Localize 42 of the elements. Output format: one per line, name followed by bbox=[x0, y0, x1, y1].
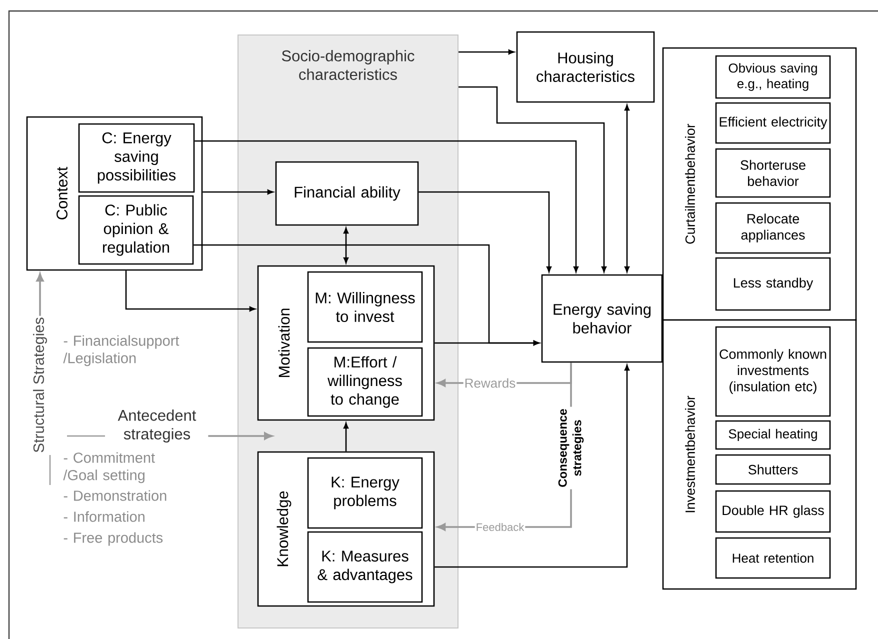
process-box: Double HR glass bbox=[715, 490, 831, 533]
process-box: M: Willingness to invest bbox=[307, 271, 423, 343]
arrow bbox=[418, 191, 552, 272]
process-box: K: Measures & advantages bbox=[307, 531, 423, 603]
process-box: M:Effort / willingness to change bbox=[307, 347, 423, 417]
arrow bbox=[202, 189, 274, 195]
arrow bbox=[194, 140, 579, 272]
arrow bbox=[458, 86, 607, 272]
process-box: Efficient electricity bbox=[715, 102, 831, 144]
arrow bbox=[344, 422, 349, 452]
edge-label: Rewards bbox=[463, 377, 517, 389]
edge-label: Feedback bbox=[474, 522, 526, 532]
process-box: Relocate appliances bbox=[715, 202, 831, 254]
arrow bbox=[208, 432, 272, 440]
process-box: Shorteruse behavior bbox=[715, 148, 831, 198]
process-box: Heat retention bbox=[715, 537, 831, 579]
strategy-item: - Free products bbox=[64, 532, 163, 546]
process-box: Energy saving behavior bbox=[541, 274, 663, 363]
arrow bbox=[434, 340, 540, 346]
arrow bbox=[344, 228, 349, 264]
arrow bbox=[434, 364, 630, 568]
strategy-label: Structural Strategies bbox=[33, 318, 47, 452]
process-box: C: Public opinion & regulation bbox=[78, 195, 194, 265]
process-box: K: Energy problems bbox=[307, 457, 423, 529]
strategy-item: - Commitment /Goal setting bbox=[63, 452, 155, 484]
strategy-label: Antecedent strategies bbox=[118, 409, 196, 443]
strategy-item: - Financialsupport /Legislation bbox=[63, 335, 180, 366]
process-box: Housing characteristics bbox=[516, 31, 655, 103]
process-box: Special heating bbox=[715, 420, 831, 450]
process-box: Shutters bbox=[715, 454, 831, 485]
process-box: C: Energy saving possibilities bbox=[78, 123, 195, 193]
process-box: Financial ability bbox=[275, 161, 419, 226]
arrow bbox=[624, 104, 630, 272]
process-box: Less standby bbox=[715, 257, 831, 311]
process-box: Obvious saving e.g., heating bbox=[715, 55, 831, 99]
strategy-item: - Demonstration bbox=[64, 490, 166, 501]
strategy-item: - Information bbox=[64, 511, 144, 522]
process-box: Commonly known investments (insulation etc) bbox=[715, 326, 831, 417]
arrow bbox=[125, 270, 256, 312]
arrow bbox=[458, 49, 514, 55]
strategy-label: Consequence strategies bbox=[558, 409, 584, 487]
arrow bbox=[36, 273, 44, 316]
